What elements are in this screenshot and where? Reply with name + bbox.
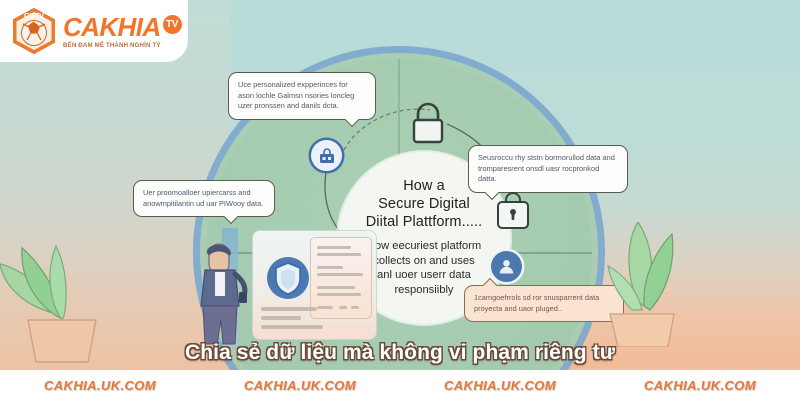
callout-top: Uce personalized expperinces for ason lo… [228,72,376,121]
page-headline: Chia sẻ dữ liệu mà không vi phạm riêng t… [184,341,616,364]
watermark-url: CAKHIA.UK.COM [643,377,757,393]
diagram-center-title: How a Secure Digital Diital Plattform...… [365,178,483,231]
potted-plant-left [0,244,97,363]
hexagon-ball-logo-icon: CKTV [10,7,58,55]
personal-data-icon [311,140,342,171]
watermark-url: CAKHIA.UK.COM [43,377,157,393]
svg-text:CKTV: CKTV [24,11,44,20]
brand-tagline: BẾN ĐAM MÊ THÀNH NGHÌN TỶ [63,41,161,49]
watermark-bar: CAKHIA.UK.COM CAKHIA.UK.COM CAKHIA.UK.CO… [0,370,800,400]
user-profile-icon [491,251,522,282]
shield-icon [265,255,311,301]
document-sheet [310,237,372,319]
callout-right: Seusroccu rhy ststn bormorullod data and… [468,145,628,194]
headline-band: Chia sẻ dữ liệu mà không vi phạm riêng t… [0,336,800,370]
callout-left: Uer proomoalloer upiercarss and anowmpit… [133,180,275,218]
brand-name: CAKHIA [63,11,161,42]
callout-bottom: 1camgoefrrols sd ror snusparrent data pr… [464,285,624,323]
brand-logo-card[interactable]: CKTV CAKHIA TV BẾN ĐAM MÊ THÀNH NGHÌN TỶ [0,0,188,62]
padlock-icon [412,102,444,144]
lock-card-icon [497,192,529,229]
brand-tv-badge: TV [162,14,182,34]
potted-plant-right [607,222,675,347]
watermark-url: CAKHIA.UK.COM [443,377,557,393]
document-panel [252,230,377,340]
person-with-phone [200,243,248,345]
watermark-url: CAKHIA.UK.COM [243,377,357,393]
